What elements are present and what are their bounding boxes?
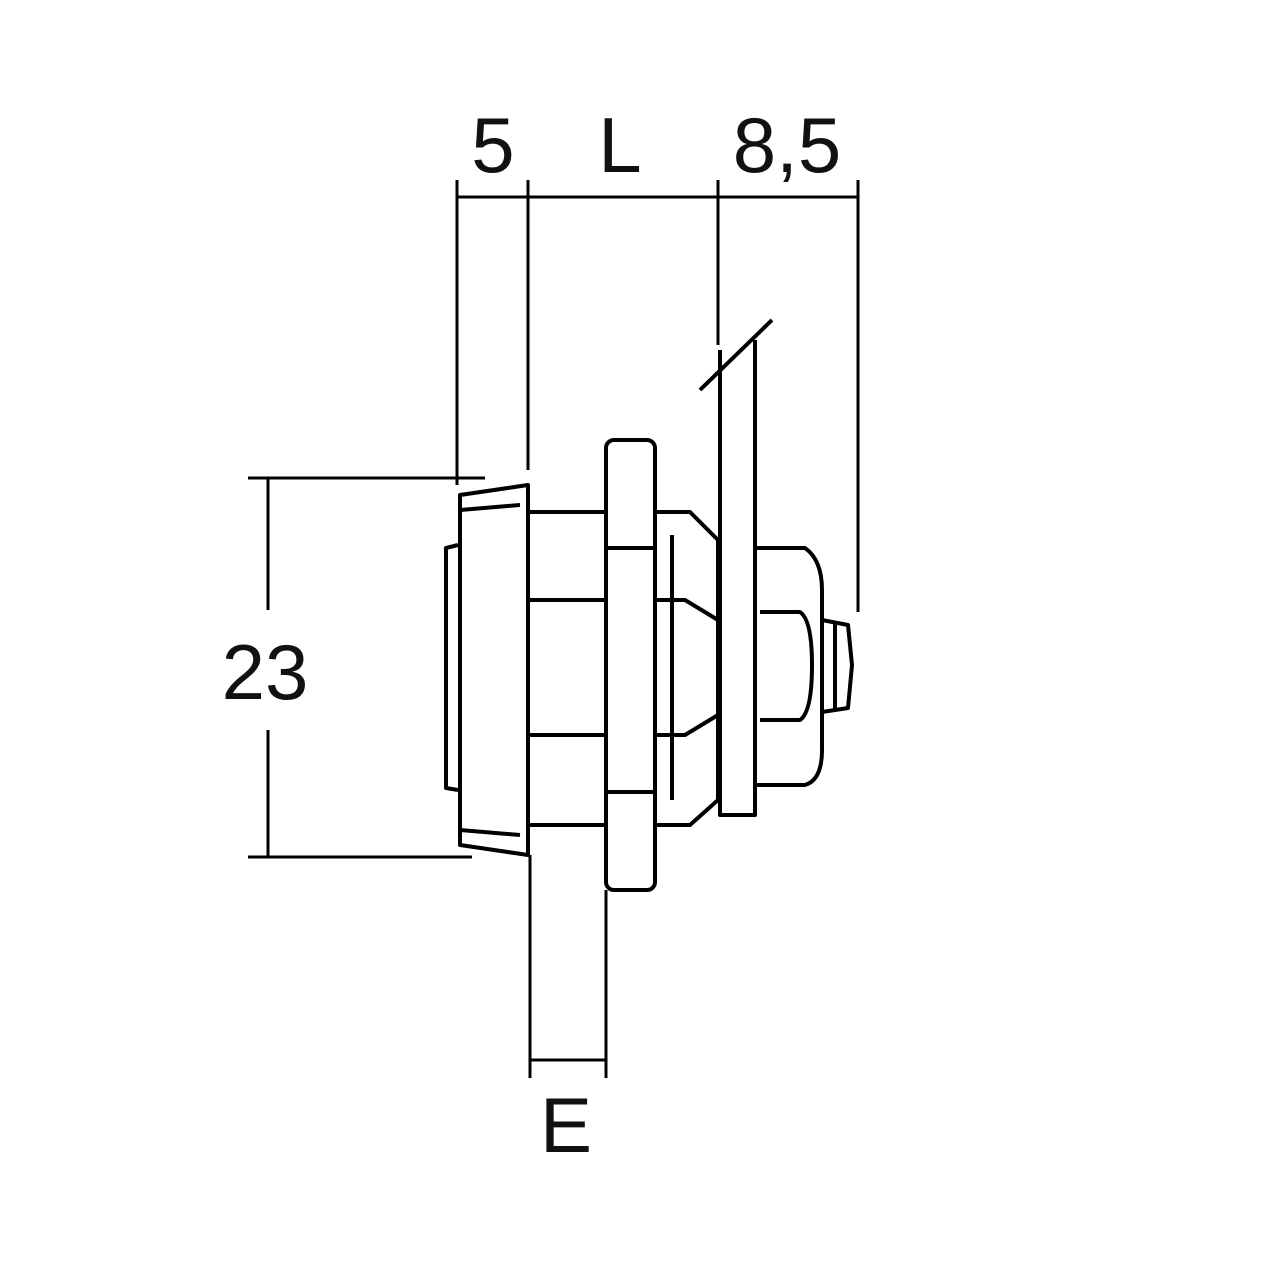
lock-body <box>444 318 854 892</box>
dimension-label-bezel-depth: 5 <box>471 101 515 189</box>
dimension-label-spindle-length: 8,5 <box>732 101 842 189</box>
dimension-label-panel-thickness: E <box>539 1081 593 1169</box>
dimension-lines <box>248 180 860 1078</box>
dimension-label-bezel-diameter: 23 <box>221 628 309 716</box>
dimension-label-body-length: L <box>598 101 642 189</box>
